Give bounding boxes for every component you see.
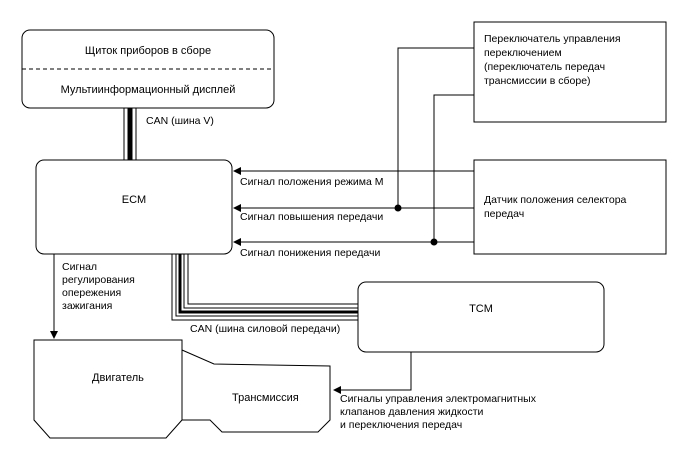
multi-info-display-label: Мультиинформационный дисплей: [61, 84, 236, 96]
selector-sensor-line-1: Датчик положения селектора: [484, 194, 627, 206]
ignition-signal-line-3: опережения: [62, 287, 121, 299]
selector-position-sensor-box: Датчик положения селектора передач: [473, 159, 667, 255]
shift-switch-line-1: Переключатель управления: [484, 33, 621, 45]
selector-sensor-line-2: передач: [484, 208, 524, 220]
can-powertrain-bus: [171, 254, 358, 321]
shift-switch-line-4: трансмиссии в сборе): [484, 75, 591, 87]
tcm-label: TCM: [469, 303, 493, 315]
ignition-signal-line-2: регулирования: [62, 274, 135, 286]
downshift-junction-dot: [430, 238, 438, 246]
transmission-shape: Трансмиссия: [181, 349, 331, 433]
solenoid-signal-arrow: [333, 352, 412, 394]
solenoid-signal-line-1: Сигналы управления электромагнитных: [340, 393, 537, 405]
can-v-bus-label: CAN (шина V): [146, 115, 214, 127]
engine-shape: Двигатель: [33, 339, 183, 439]
shift-control-switch-box: Переключатель управления переключением (…: [473, 21, 667, 123]
ecm-box: ECM: [35, 159, 233, 255]
downshift-signal-label: Сигнал понижения передачи: [240, 247, 380, 259]
solenoid-signal-line-3: и переключения передач: [340, 419, 462, 431]
tcm-box: TCM: [357, 281, 605, 353]
ignition-signal-line-1: Сигнал: [62, 261, 97, 273]
ecm-label: ECM: [122, 194, 146, 206]
engine-label: Двигатель: [92, 372, 144, 384]
can-powertrain-bus-label: CAN (шина силовой передачи): [190, 323, 340, 335]
instrument-cluster-box: Щиток приборов в сборе Мультиинформацион…: [21, 29, 275, 109]
instrument-cluster-title: Щиток приборов в сборе: [85, 45, 211, 57]
ignition-signal-line-4: зажигания: [62, 300, 112, 312]
shift-switch-line-3: (переключатель передач: [484, 61, 605, 73]
solenoid-signal-line-2: клапанов давления жидкости: [340, 406, 483, 418]
can-v-bus: [123, 108, 137, 160]
switch-signal-lines: [233, 47, 474, 246]
transmission-label: Трансмиссия: [232, 392, 299, 404]
m-mode-signal-label: Сигнал положения режима M: [240, 176, 384, 188]
shift-switch-line-2: переключением: [484, 47, 562, 59]
upshift-junction-dot: [394, 204, 402, 212]
upshift-signal-label: Сигнал повышения передачи: [240, 211, 383, 223]
